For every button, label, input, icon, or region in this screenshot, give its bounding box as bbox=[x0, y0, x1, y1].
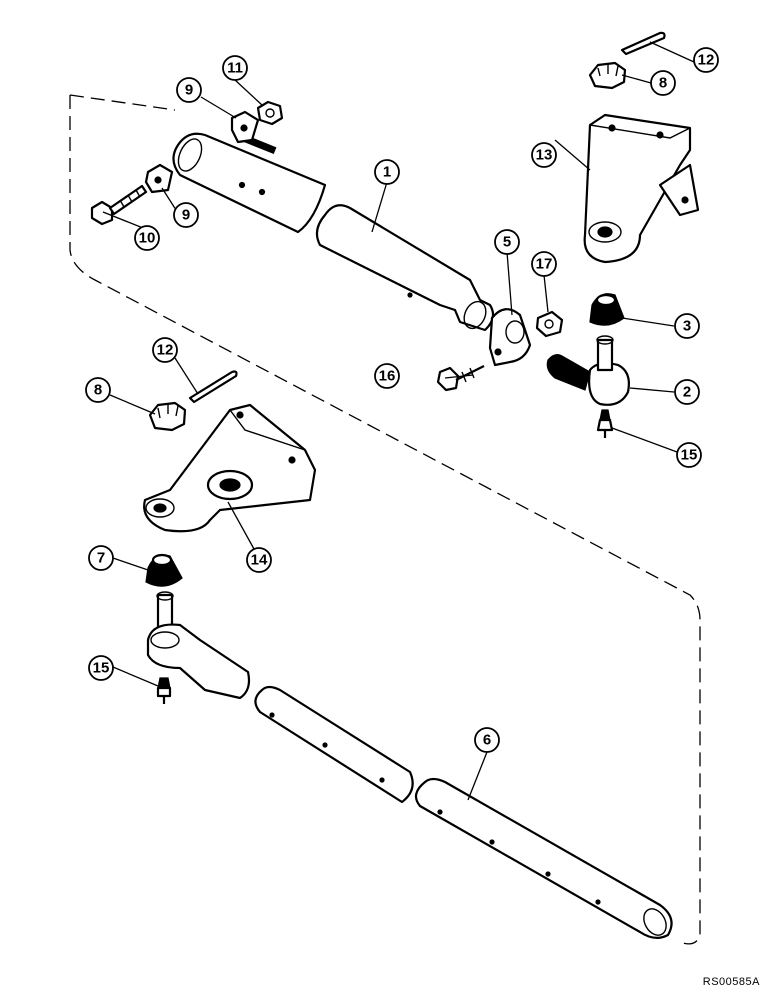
castle-nut-8-upper-part bbox=[588, 61, 627, 90]
callout-10-label: 10 bbox=[139, 230, 156, 247]
callout-15-left: 15 bbox=[88, 655, 114, 681]
cotter-pin-12-upper-part bbox=[620, 31, 666, 56]
callout-16-label: 16 bbox=[379, 368, 396, 385]
callout-15-left-label: 15 bbox=[93, 660, 110, 677]
tie-rod-end-lower-part bbox=[146, 591, 251, 700]
callout-17: 17 bbox=[531, 251, 557, 277]
tie-rod-tube-6-part bbox=[254, 685, 673, 939]
callout-5-label: 5 bbox=[503, 234, 511, 251]
callout-2-label: 2 bbox=[683, 384, 691, 401]
dust-boot-3-part bbox=[589, 293, 625, 326]
dust-boot-7-part bbox=[145, 553, 183, 587]
callout-17-label: 17 bbox=[536, 256, 553, 273]
callout-7-label: 7 bbox=[97, 550, 105, 567]
callout-12-upper: 12 bbox=[693, 47, 719, 73]
clamp-9-upper-part bbox=[230, 110, 260, 144]
callout-15-right: 15 bbox=[676, 442, 702, 468]
callout-7: 7 bbox=[88, 545, 114, 571]
nut-11-part bbox=[256, 100, 284, 126]
callout-9-upper-label: 9 bbox=[185, 82, 193, 99]
callout-9-lower: 9 bbox=[173, 202, 199, 228]
grease-fitting-15-left-part bbox=[156, 677, 172, 704]
callout-3-label: 3 bbox=[683, 318, 691, 335]
callout-8-lower-label: 8 bbox=[94, 382, 102, 399]
callout-14-label: 14 bbox=[251, 552, 268, 569]
reference-code: RS00585A bbox=[702, 976, 760, 988]
callout-14: 14 bbox=[246, 547, 272, 573]
grease-fitting-15-right-part bbox=[596, 409, 614, 438]
callout-11: 11 bbox=[222, 55, 248, 81]
callout-8-lower: 8 bbox=[85, 377, 111, 403]
callout-15-right-label: 15 bbox=[681, 447, 698, 464]
steering-arm-14-part bbox=[143, 403, 317, 533]
callout-5: 5 bbox=[494, 229, 520, 255]
callout-16: 16 bbox=[374, 363, 400, 389]
callout-11-label: 11 bbox=[227, 60, 243, 77]
callout-6: 6 bbox=[474, 727, 500, 753]
clamp-9-lower-part bbox=[144, 163, 174, 194]
callout-6-label: 6 bbox=[483, 732, 491, 749]
steering-arm-13-part bbox=[583, 113, 700, 264]
callout-10: 10 bbox=[134, 225, 160, 251]
callout-2: 2 bbox=[674, 379, 700, 405]
callout-12-lower-label: 12 bbox=[157, 342, 174, 359]
callout-13-label: 13 bbox=[536, 147, 553, 164]
leader-lines bbox=[102, 41, 695, 801]
tie-rod-tube-part bbox=[172, 131, 495, 332]
bolt-16-part bbox=[436, 365, 485, 392]
callout-3: 3 bbox=[674, 313, 700, 339]
castle-nut-8-lower-part bbox=[148, 401, 187, 432]
assembly-group-outline bbox=[69, 94, 701, 945]
clamp-part bbox=[488, 308, 532, 367]
bolt-10-part bbox=[90, 184, 148, 226]
callout-8-upper: 8 bbox=[650, 70, 676, 96]
tie-rod-end-2-part bbox=[546, 335, 630, 406]
callout-9-upper: 9 bbox=[176, 77, 202, 103]
callout-1: 1 bbox=[374, 159, 400, 185]
callout-8-upper-label: 8 bbox=[659, 75, 667, 92]
callout-12-lower: 12 bbox=[152, 337, 178, 363]
callout-13: 13 bbox=[531, 142, 557, 168]
cotter-pin-12-lower-part bbox=[188, 370, 238, 404]
callout-12-upper-label: 12 bbox=[698, 52, 715, 69]
callout-1-label: 1 bbox=[383, 164, 391, 181]
nut-17-part bbox=[535, 310, 564, 338]
callout-9-lower-label: 9 bbox=[182, 207, 190, 224]
